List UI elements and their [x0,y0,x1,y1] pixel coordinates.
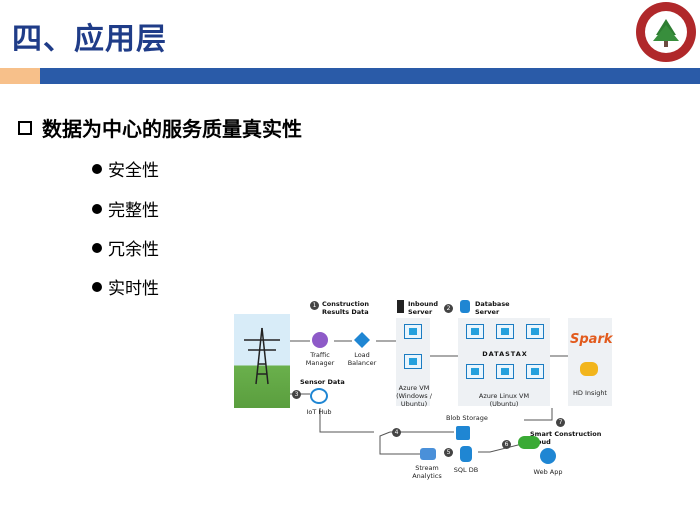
stream-analytics-label: Stream Analytics [412,464,442,480]
cloud-icon [518,436,540,449]
square-bullet-icon [18,120,32,135]
university-logo [636,2,696,62]
sensor-data-label: Sensor Data [300,378,345,386]
vm-icon [496,364,514,379]
step-number: 3 [292,390,301,399]
bullet-dot-icon [92,203,102,214]
vm-icon [466,364,484,379]
sql-db-icon [460,446,472,462]
step-number: 6 [502,440,511,449]
slide-title: 四、应用层 [12,22,167,57]
traffic-manager-icon [312,332,328,348]
logo-tree-icon [645,11,687,53]
iot-hub-icon [310,388,328,404]
bullet-text: 冗余性 [108,240,159,260]
web-app-label: Web App [533,468,563,476]
section-heading: 数据为中心的服务质量真实性 [18,113,302,142]
bullet-item: 实时性 [92,274,159,299]
bullet-item: 完整性 [92,196,159,221]
vm-icon [526,364,544,379]
azure-vm-windows-label: Azure VM (Windows / Ubuntu) [396,384,432,408]
vm-icon [526,324,544,339]
load-balancer-label: Load Balancer [347,351,377,367]
construction-results-label: Construction Results Data [322,300,369,316]
vm-icon [404,354,422,369]
bullet-item: 安全性 [92,156,159,181]
vm-icon [496,324,514,339]
header-band-orange [0,68,40,84]
blob-storage-label: Blob Storage [446,414,488,422]
bullet-dot-icon [92,242,102,253]
bullet-dot-icon [92,281,102,292]
hd-insight-icon [580,362,598,376]
step-number: 1 [310,301,319,310]
database-server-label: Database Server [475,300,510,316]
step-number: 2 [444,304,453,313]
vm-icon [404,324,422,339]
database-icon [460,300,470,313]
step-number: 4 [392,428,401,437]
bullet-text: 实时性 [108,279,159,299]
traffic-manager-label: Traffic Manager [305,351,335,367]
step-number: 5 [444,448,453,457]
bullet-item: 冗余性 [92,235,159,260]
architecture-diagram: 1 Construction Results Data Traffic Mana… [234,296,613,492]
blob-storage-icon [456,426,470,440]
server-rack-icon [397,300,404,313]
datastax-label: DATASTAX [482,350,528,358]
stream-analytics-icon [420,448,436,460]
step-number: 7 [556,418,565,427]
bullet-dot-icon [92,163,102,174]
hd-insight-label: HD Insight [573,389,607,397]
transmission-tower-icon [244,327,280,385]
header-band-blue [40,68,700,84]
azure-linux-vm-label: Azure Linux VM (Ubuntu) [478,392,530,408]
inbound-server-label: Inbound Server [408,300,439,316]
smart-cloud-label: Smart Construction Cloud [530,430,602,446]
section-heading-text: 数据为中心的服务质量真实性 [42,117,302,141]
sql-db-label: SQL DB [453,466,479,474]
vm-icon [466,324,484,339]
spark-logo: Spark [570,332,613,347]
bullet-text: 完整性 [108,201,159,221]
web-app-icon [540,448,556,464]
load-balancer-icon [354,332,370,348]
tower-panel [234,314,290,408]
bullet-text: 安全性 [108,161,159,181]
iot-hub-label: IoT Hub [306,408,332,416]
